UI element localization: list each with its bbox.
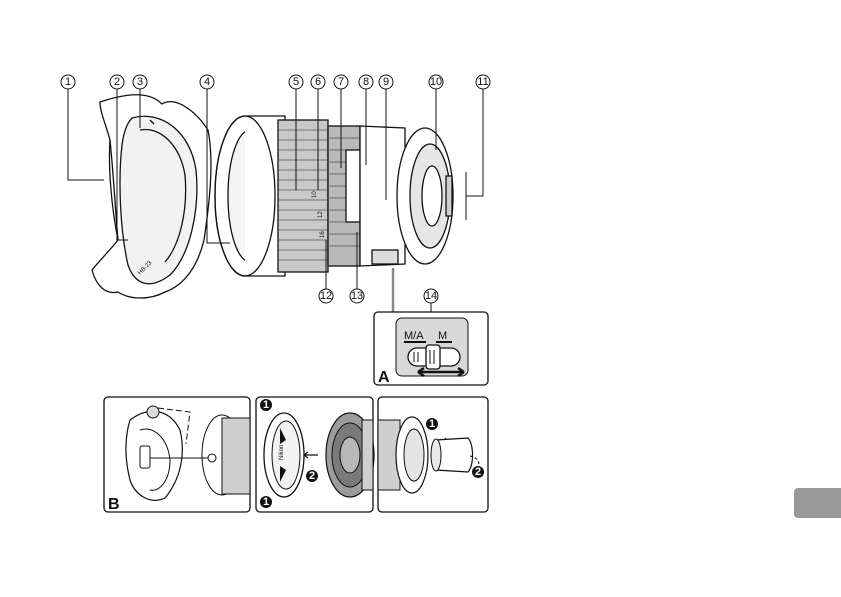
svg-text:5: 5: [293, 76, 299, 88]
svg-text:7: 7: [338, 76, 344, 88]
panel-a-focus-switch: M/A M A: [374, 312, 488, 386]
callout-1: 1: [61, 75, 75, 89]
svg-text:8: 8: [363, 76, 369, 88]
panel-rear-cap: 1 2: [378, 397, 488, 512]
step-2-rear: 2: [475, 466, 481, 478]
step-1-top: 1: [263, 399, 269, 411]
svg-text:6: 6: [315, 76, 321, 88]
panel-b-hood-attach: B: [104, 397, 250, 513]
svg-text:10: 10: [430, 76, 442, 88]
svg-text:1: 1: [65, 76, 71, 88]
callout-3: 3: [133, 75, 147, 89]
svg-text:4: 4: [204, 76, 210, 88]
lens-body-illustration: [215, 116, 453, 276]
svg-text:13: 13: [351, 290, 363, 302]
lens-hood-illustration: [92, 95, 211, 298]
panel-b-letter: B: [108, 496, 120, 513]
panel-front-cap: Nikon 1 1 2: [256, 397, 374, 512]
callout-14: 14: [424, 289, 438, 303]
section-tab: [794, 488, 841, 518]
svg-text:12: 12: [320, 290, 332, 302]
zoom-mark-12: 12: [318, 211, 324, 218]
panel-a-letter: A: [378, 369, 390, 386]
callout-9: 9: [379, 75, 393, 89]
callout-4: 4: [200, 75, 214, 89]
switch-label-ma: M/A: [404, 330, 424, 342]
switch-label-m: M: [438, 330, 447, 342]
step-2-front: 2: [309, 470, 315, 482]
callout-5: 5: [289, 75, 303, 89]
callout-7: 7: [334, 75, 348, 89]
callout-6: 6: [311, 75, 325, 89]
callout-11: 11: [476, 75, 490, 89]
svg-text:14: 14: [425, 290, 437, 302]
svg-text:9: 9: [383, 76, 389, 88]
callout-13: 13: [350, 289, 364, 303]
svg-text:2: 2: [114, 76, 120, 88]
callout-2: 2: [110, 75, 124, 89]
step-1-rear: 1: [429, 418, 435, 430]
callout-8: 8: [359, 75, 373, 89]
zoom-mark-10: 10: [312, 191, 318, 198]
svg-text:3: 3: [137, 76, 143, 88]
callout-10: 10: [429, 75, 443, 89]
step-1-bottom: 1: [263, 496, 269, 508]
callout-12: 12: [319, 289, 333, 303]
front-cap-brand: Nikon: [279, 445, 285, 460]
zoom-mark-16: 16: [320, 231, 326, 238]
svg-text:11: 11: [477, 76, 488, 88]
